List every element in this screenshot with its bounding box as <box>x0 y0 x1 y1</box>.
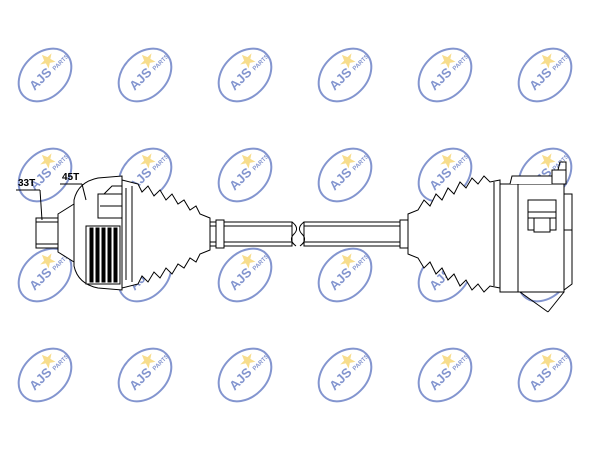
left-stub-shaft <box>35 203 75 263</box>
main-shaft <box>209 219 409 249</box>
outer-cv-joint <box>73 175 129 291</box>
abs-tone-ring <box>85 225 121 285</box>
left-teeth-label: 33T <box>18 178 35 189</box>
label-leaders <box>16 183 87 221</box>
inner-joint-flange <box>499 161 573 313</box>
inner-boot <box>407 175 501 293</box>
abs-teeth-label: 45T <box>62 172 79 183</box>
outer-boot <box>121 179 211 289</box>
